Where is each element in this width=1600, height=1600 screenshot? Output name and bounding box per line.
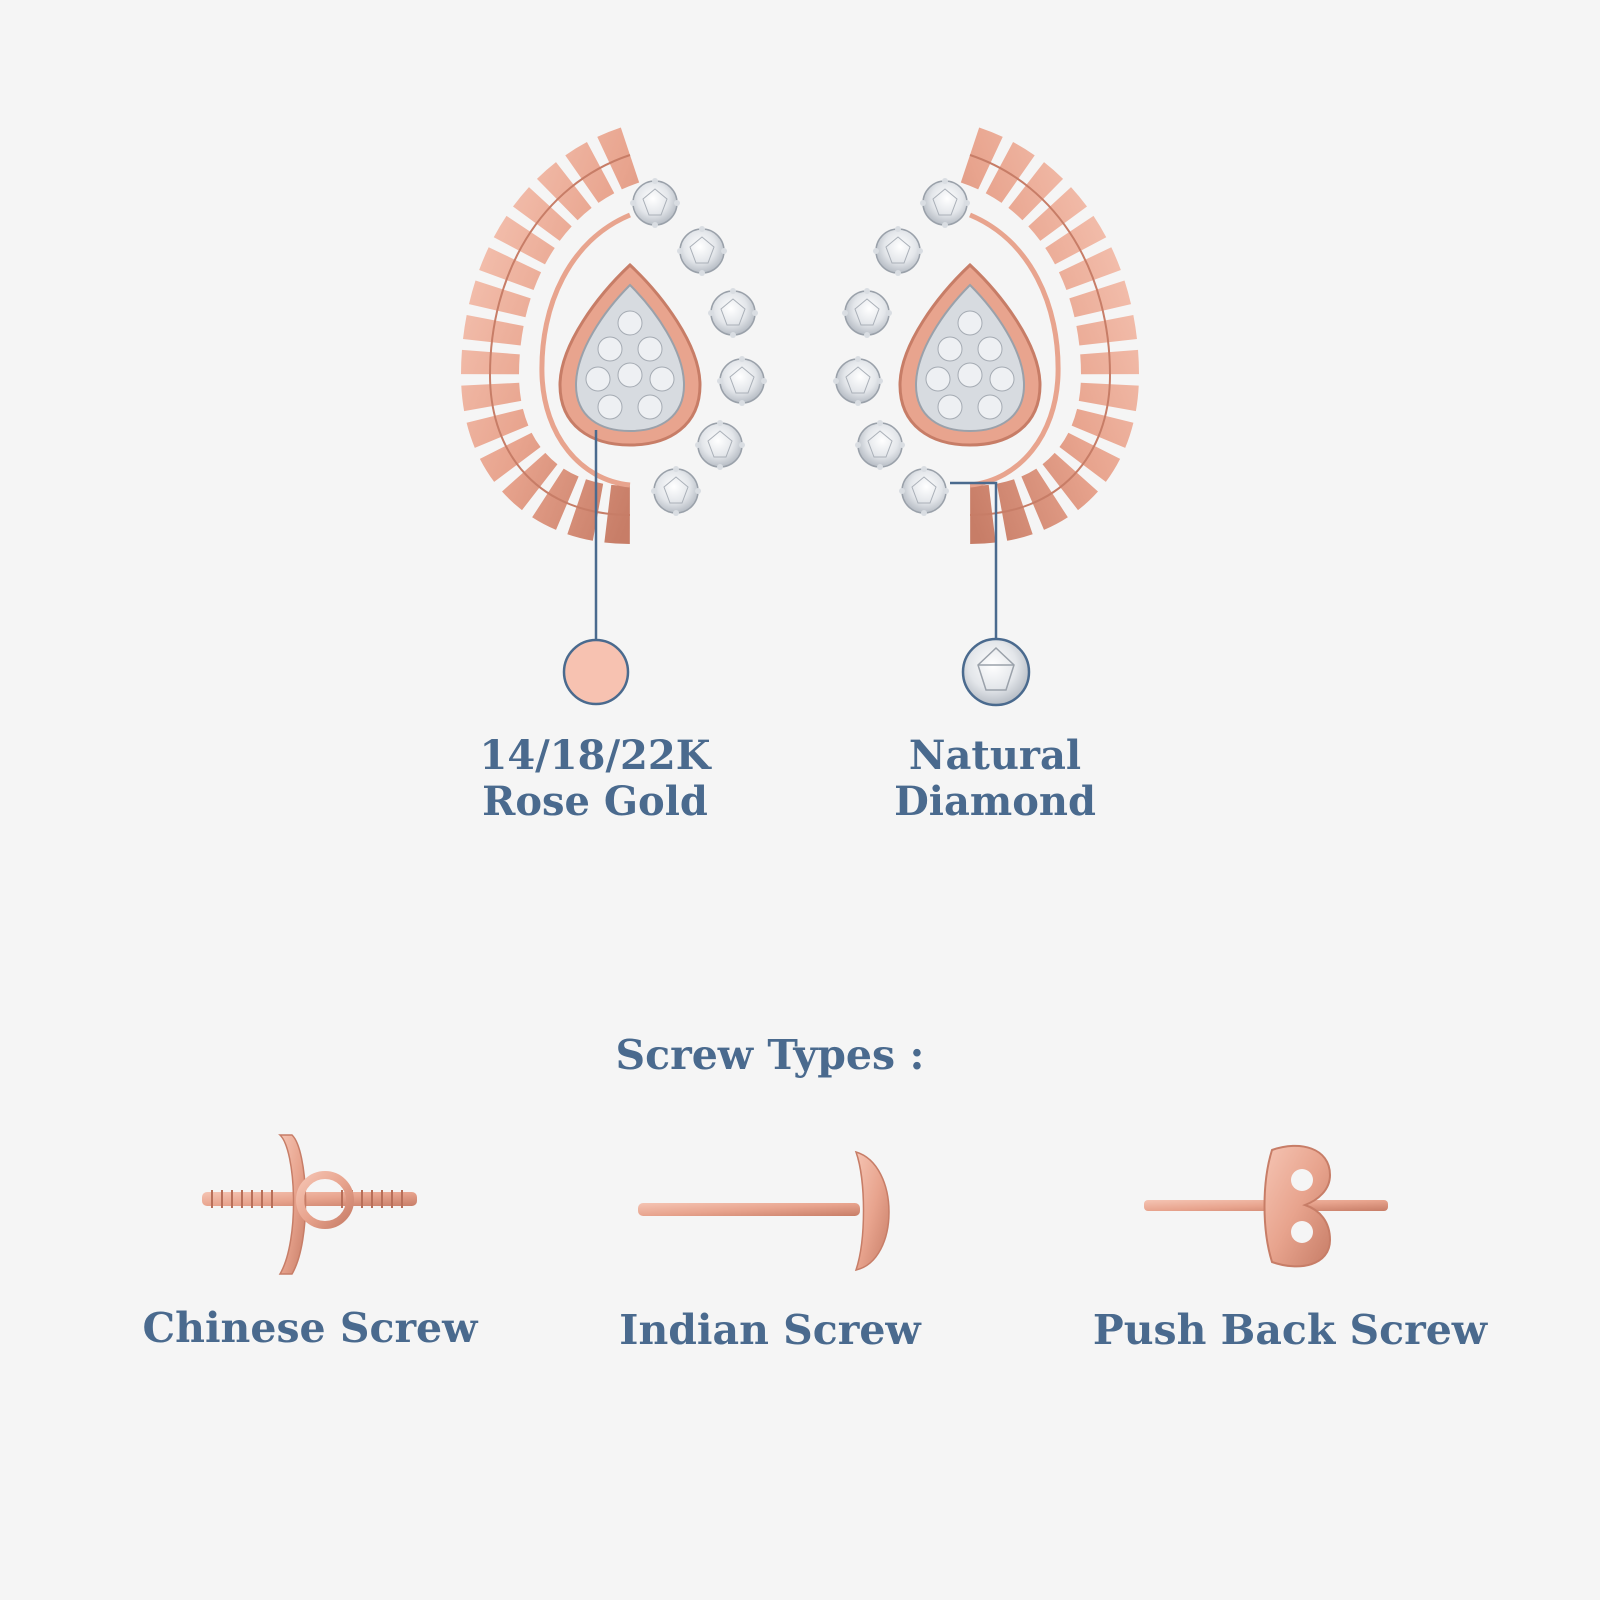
screw-types-heading: Screw Types : <box>615 1031 925 1079</box>
diamond-leader-line <box>950 481 998 640</box>
diamond-swatch <box>961 637 1031 707</box>
indian-screw-label: Indian Screw <box>619 1306 921 1354</box>
rose-gold-swatch <box>562 638 630 706</box>
earring-left <box>490 155 767 516</box>
diamond-label-line1: Natural <box>908 732 1082 779</box>
indian-screw-icon <box>638 1150 890 1272</box>
rose-gold-label-line2: Rose Gold <box>482 778 708 825</box>
rose-gold-label-line1: 14/18/22K <box>479 732 711 779</box>
push-back-screw-label: Push Back Screw <box>1092 1306 1488 1354</box>
diamond-label-line2: Diamond <box>894 778 1096 825</box>
push-back-screw-icon <box>1144 1144 1388 1268</box>
chinese-screw-label: Chinese Screw <box>142 1304 478 1352</box>
earring-right <box>833 155 1110 516</box>
diamond-label: Natural Diamond <box>840 733 1150 825</box>
rose-gold-label: 14/18/22K Rose Gold <box>440 733 750 825</box>
chinese-screw-icon <box>202 1134 417 1275</box>
